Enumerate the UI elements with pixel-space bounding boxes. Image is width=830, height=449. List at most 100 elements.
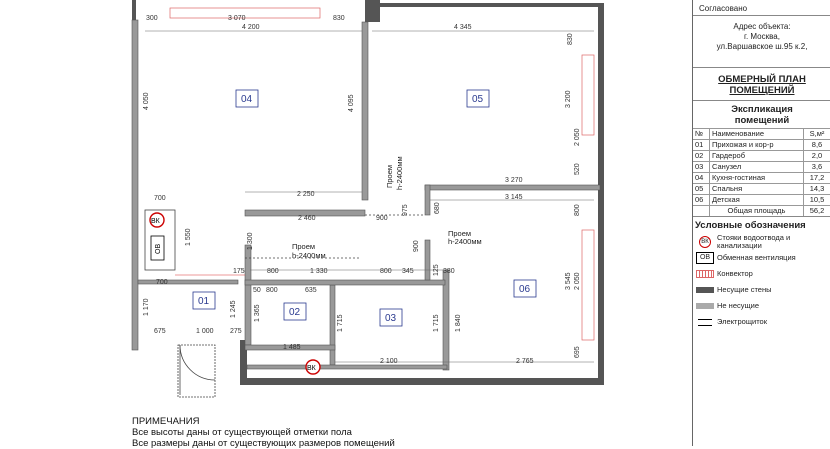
row-area: 14,3	[804, 184, 830, 195]
doorway-2-height: h-2400мм	[395, 156, 404, 190]
dim-44: 1 485	[283, 344, 301, 351]
legend-text: Конвектор	[717, 270, 753, 278]
legend-symbol	[693, 319, 717, 326]
wall-bottom	[240, 378, 604, 385]
row-num: 04	[693, 173, 710, 184]
dim-43: 275	[230, 328, 242, 335]
dim-29: 380	[443, 268, 455, 275]
row-num: 01	[693, 140, 710, 151]
dim-33: 800	[266, 287, 278, 294]
dim-15: 2 460	[298, 215, 316, 222]
riser-icon: ВК	[699, 236, 711, 248]
entry-door-arc	[180, 345, 215, 380]
plan-title-line-1: ОБМЕРНЫЙ ПЛАН	[693, 74, 830, 85]
dim-27: 345	[402, 268, 414, 275]
dim-47: 695	[574, 346, 581, 358]
notes: ПРИМЕЧАНИЯ Все высоты даны от существующ…	[132, 416, 552, 449]
dim-38: 1 715	[337, 314, 344, 332]
dim-12: 700	[154, 195, 166, 202]
doorway-2-label: Проем	[385, 165, 394, 188]
dim-19: 800	[574, 204, 581, 216]
total-name: Общая площадь	[710, 206, 804, 217]
dim-23: 175	[233, 268, 245, 275]
row-name: Кухня-гостиная	[710, 173, 804, 184]
plan-title: ОБМЕРНЫЙ ПЛАН ПОМЕЩЕНИЙ	[693, 68, 830, 100]
legend-item: Конвектор	[693, 266, 830, 282]
legend-title: Условные обозначения	[693, 217, 830, 234]
floor-plan: 300 3 070 830 4 200 4 345 830 4 050 4 09…	[0, 0, 690, 446]
wall-05-bottom	[425, 185, 600, 190]
wall-top-right	[365, 0, 380, 22]
riser-label-bottom: ВК	[307, 365, 317, 372]
row-name: Детская	[710, 195, 804, 206]
dim-17: 975	[402, 204, 409, 216]
row-num: 05	[693, 184, 710, 195]
explication-title-line-2: помещений	[693, 115, 830, 126]
legend-symbol	[693, 270, 717, 278]
dim-5: 830	[567, 33, 574, 45]
plan-title-line-2: ПОМЕЩЕНИЙ	[693, 85, 830, 96]
legend-item: Не несущие	[693, 298, 830, 314]
legend-item: ОВ Обменная вентиляция	[693, 250, 830, 266]
entry-door-frame	[178, 345, 215, 397]
dim-18: 680	[434, 202, 441, 214]
legend-symbol	[693, 287, 717, 293]
table-row: 02 Гардероб 2,0	[693, 151, 830, 162]
dim-16: 900	[376, 215, 388, 222]
non-bearing-wall-icon	[696, 303, 714, 309]
explication-title-line-1: Экспликация	[693, 104, 830, 115]
legend-item: Электрощиток	[693, 314, 830, 330]
dim-26: 800	[380, 268, 392, 275]
legend-symbol	[693, 303, 717, 309]
address: Адрес объекта: г. Москва, ул.Варшавское …	[693, 16, 830, 68]
notes-title: ПРИМЕЧАНИЯ	[132, 416, 552, 427]
dim-25: 1 330	[310, 268, 328, 275]
dim-7: 4 095	[348, 94, 355, 112]
total-num	[693, 206, 710, 217]
dim-46: 2 765	[516, 358, 534, 365]
dim-3: 4 200	[242, 24, 260, 31]
dim-24: 800	[267, 268, 279, 275]
row-area: 3,6	[804, 162, 830, 173]
legend-item: Несущие стены	[693, 282, 830, 298]
dim-31: 2 050	[574, 272, 581, 290]
notes-line-2: Все размеры даны от существующих размеро…	[132, 438, 552, 449]
wall-06-left-lower	[425, 240, 430, 280]
dim-28: 125	[433, 264, 440, 276]
total-area: 56,2	[804, 206, 830, 217]
dim-22: 900	[413, 240, 420, 252]
wall-03-bottom	[247, 365, 447, 369]
dim-20: 1 550	[185, 228, 192, 246]
dim-0: 300	[146, 15, 158, 22]
legend-text: Обменная вентиляция	[717, 254, 796, 262]
title-block: Согласовано Адрес объекта: г. Москва, ул…	[692, 0, 830, 446]
dim-11: 520	[574, 163, 581, 175]
ventilation-label: ОВ	[155, 244, 162, 254]
dim-42: 1 000	[196, 328, 214, 335]
row-name: Санузел	[710, 162, 804, 173]
doorway-labels: Проем h-2400мм Проем h-2400мм Проем h-24…	[292, 156, 482, 260]
approved-label: Согласовано	[693, 0, 830, 16]
doorway-3-height: h-2400мм	[448, 237, 482, 246]
explication-title: Экспликация помещений	[693, 100, 830, 128]
wall-right-top	[380, 3, 602, 7]
row-area: 2,0	[804, 151, 830, 162]
dim-10: 3 270	[505, 177, 523, 184]
dim-34: 635	[305, 287, 317, 294]
legend-symbol: ОВ	[693, 252, 717, 264]
dimension-lines	[145, 31, 594, 362]
legend-text: Стояки водоотвода и канализации	[717, 234, 830, 250]
convectors	[170, 8, 594, 340]
riser-label: ВК	[151, 218, 161, 225]
dim-2: 830	[333, 15, 345, 22]
legend-item: ВК Стояки водоотвода и канализации	[693, 234, 830, 250]
wall-right-outer	[598, 3, 604, 385]
room-02: 02	[289, 307, 301, 318]
row-num: 06	[693, 195, 710, 206]
header-num: №	[693, 129, 710, 140]
dim-39: 1 715	[433, 314, 440, 332]
header-name: Наименование	[710, 129, 804, 140]
dim-45: 2 100	[380, 358, 398, 365]
dim-48: 700	[156, 279, 168, 286]
row-num: 02	[693, 151, 710, 162]
